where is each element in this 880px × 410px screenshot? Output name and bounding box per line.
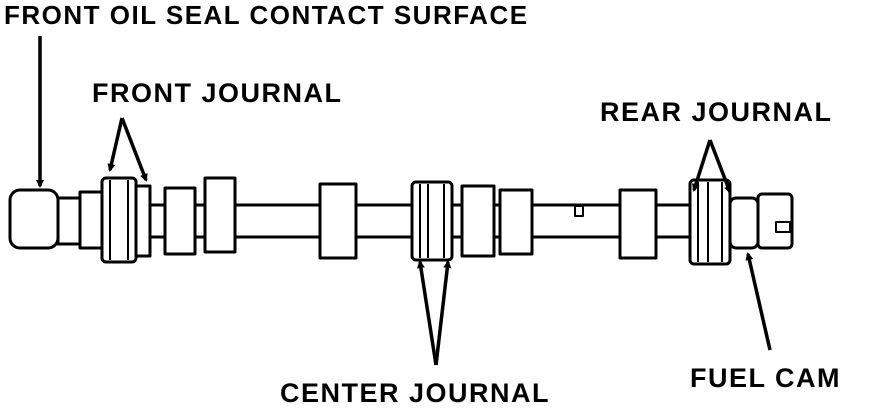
label-fuel-cam: FUEL CAM	[690, 363, 841, 393]
rear-journal	[688, 178, 732, 266]
arrow-rear-journal-a	[692, 139, 712, 192]
arrow-rear-journal-b	[708, 139, 732, 194]
front-collar	[78, 190, 104, 250]
arrow-front-journal-b	[120, 117, 148, 182]
cam-lobe-3	[318, 182, 358, 260]
cam-lobe-2	[203, 176, 237, 254]
front-nose	[8, 188, 60, 250]
camshaft	[8, 176, 794, 266]
rear-end	[756, 192, 794, 250]
center-journal	[410, 180, 454, 262]
label-front-journal: FRONT JOURNAL	[92, 78, 343, 108]
front-journal-flange	[134, 184, 152, 258]
arrow-fuel-cam	[745, 252, 772, 351]
label-center-journal: CENTER JOURNAL	[280, 378, 551, 408]
front-journal	[100, 176, 138, 264]
arrow-front-journal-a	[107, 117, 124, 172]
cam-lobe-1	[163, 186, 197, 256]
cam-lobe-4	[460, 184, 496, 258]
fuel-cam-shape	[728, 196, 760, 250]
front-nose-step	[56, 196, 82, 246]
cam-lobe-6	[618, 188, 658, 260]
label-rear-journal: REAR JOURNAL	[600, 97, 833, 127]
arrow-center-journal-a	[416, 260, 438, 366]
arrow-center-journal-b	[434, 260, 452, 366]
leader-arrows	[36, 36, 772, 366]
cam-lobe-5	[498, 188, 534, 256]
label-front-oil-seal-contact-surface: FRONT OIL SEAL CONTACT SURFACE	[4, 0, 529, 30]
